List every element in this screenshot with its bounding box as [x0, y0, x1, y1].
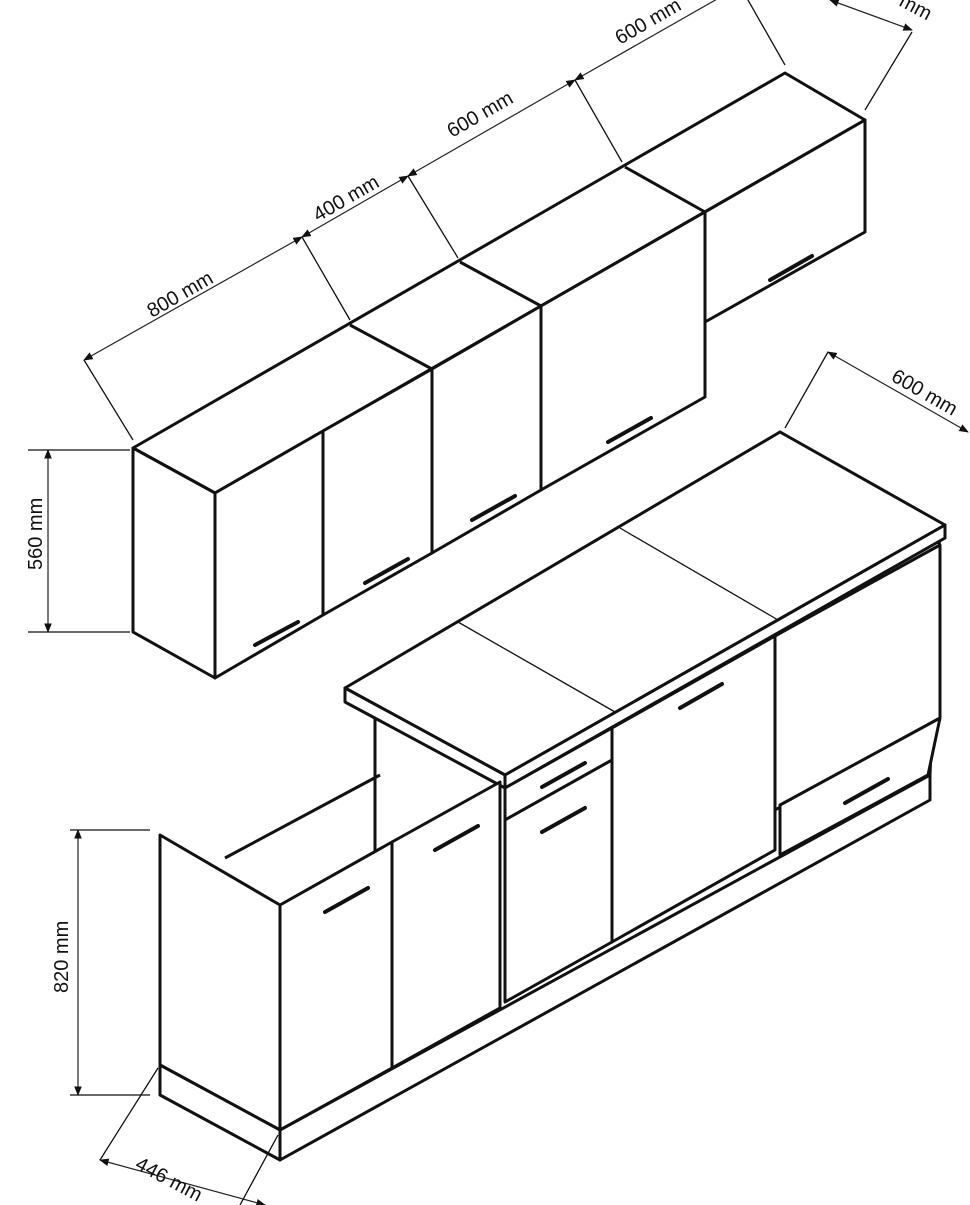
dimension-arrow	[99, 1158, 266, 1205]
upper-divider	[624, 165, 706, 214]
base-handles	[323, 682, 890, 914]
dimension-arrow	[829, 0, 913, 31]
sink-rail	[224, 773, 381, 860]
dimension-arrow	[574, 0, 741, 81]
dimension-arrow	[827, 351, 969, 433]
plinth	[278, 773, 932, 1162]
upper-cabinets	[131, 71, 867, 680]
upper-door-4	[539, 210, 707, 492]
label-560: 560 mm	[25, 498, 47, 570]
upper-flap-door	[703, 118, 867, 324]
dimension-arrow	[301, 175, 409, 238]
label-820: 820 mm	[51, 921, 73, 993]
label-top-right: mm	[896, 0, 936, 25]
countertop-seam	[619, 527, 779, 621]
upper-divider	[349, 323, 433, 371]
label-446: 446 mm	[132, 1153, 206, 1205]
upper-divider	[459, 260, 542, 308]
label-400: 400 mm	[310, 171, 384, 226]
base-door-2	[390, 780, 502, 1070]
base-door-4	[610, 634, 777, 944]
dimension-arrow	[407, 79, 576, 177]
countertop-seam	[457, 621, 616, 713]
extension-lines	[28, 0, 913, 1205]
dimension-lines	[28, 0, 969, 1205]
label-800: 800 mm	[144, 267, 218, 322]
upper-handles	[253, 254, 814, 647]
base-cabinets	[158, 430, 947, 1162]
label-600-b: 600 mm	[612, 0, 686, 49]
dimension-arrow	[83, 236, 303, 361]
